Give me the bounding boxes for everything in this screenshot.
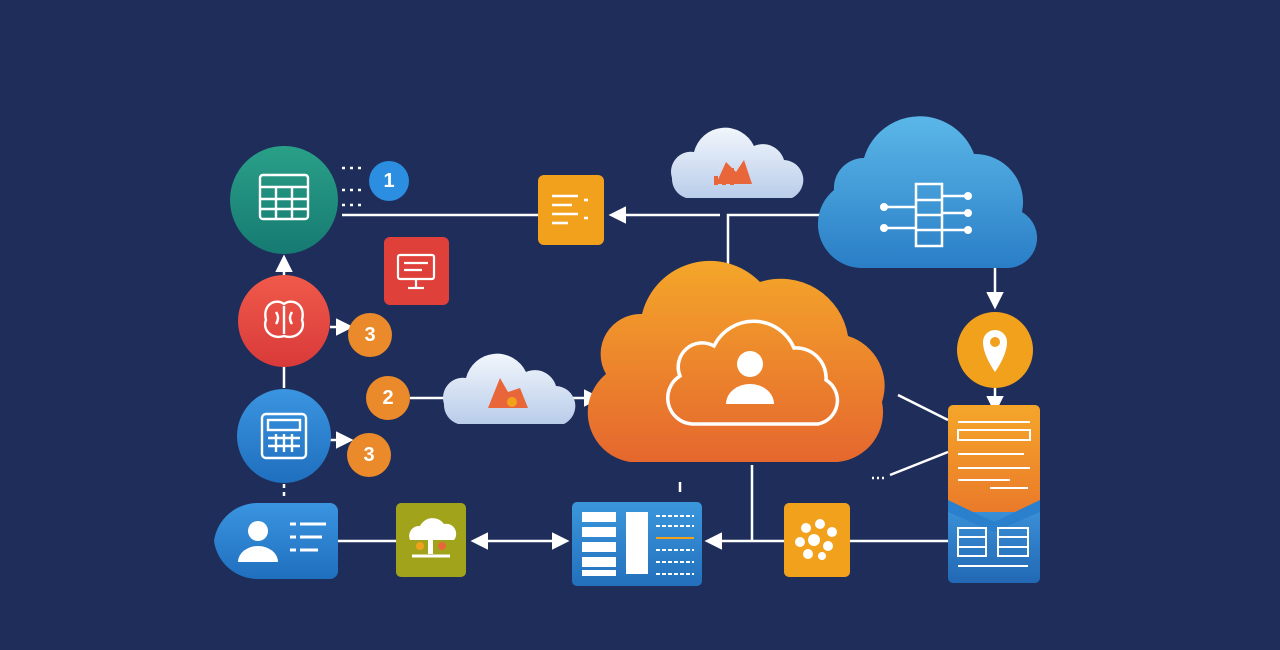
blue-node: [237, 389, 331, 483]
step-badge-3b: 3: [347, 433, 391, 477]
report-document-icon: [957, 421, 1031, 567]
user-cloud-outline: [666, 319, 840, 426]
monitor-icon: [396, 253, 436, 290]
step-badge-2-label: 2: [382, 387, 393, 409]
step-badge-3a-label: 3: [364, 324, 375, 346]
step-badge-2: 2: [366, 376, 410, 420]
red-monitor-tile: [384, 237, 449, 305]
step-badge-1: 1: [369, 161, 409, 201]
user-cloud-icon: [726, 351, 774, 404]
orange-doc-tile: [538, 175, 604, 245]
brain-icon: [263, 300, 305, 339]
data-panel: [572, 502, 702, 586]
network-nodes-icon: [795, 519, 837, 560]
calculator-icon: [260, 412, 308, 460]
step-badge-3b-label: 3: [363, 444, 374, 466]
small-cloud-mid: [443, 353, 576, 424]
central-user-cloud: [587, 260, 885, 462]
teal-node: [230, 146, 338, 254]
small-cloud-top: [671, 127, 804, 198]
profile-lines: [290, 522, 326, 552]
chart-cloud-icon: [714, 160, 752, 185]
data-panel-rows: [656, 515, 694, 575]
connector-bluecloud-to-orangecloud: [726, 213, 822, 275]
connectors: [275, 166, 1004, 550]
tree-cloud-icon: [409, 518, 457, 558]
server-network-icon: [880, 182, 972, 248]
orange-network-tile: [784, 503, 850, 577]
chart-cloud-icon-mid: [488, 378, 528, 408]
document-list-icon: [552, 194, 588, 225]
connector-cloud-to-doc-lower: [889, 450, 949, 477]
spreadsheet-icon: [258, 173, 310, 221]
server-cloud: [817, 116, 1038, 269]
location-pin-icon: [983, 330, 1007, 372]
user-profile-icon: [238, 521, 278, 562]
step-badge-1-label: 1: [383, 170, 394, 192]
olive-tile: [396, 503, 466, 577]
data-table-icon: [582, 512, 648, 576]
red-node: [238, 275, 330, 367]
step-badge-3a: 3: [348, 313, 392, 357]
user-card: [214, 502, 338, 580]
location-node: [957, 312, 1033, 388]
report-document: [948, 405, 1040, 583]
connector-cloud-to-doc-upper: [897, 393, 949, 422]
